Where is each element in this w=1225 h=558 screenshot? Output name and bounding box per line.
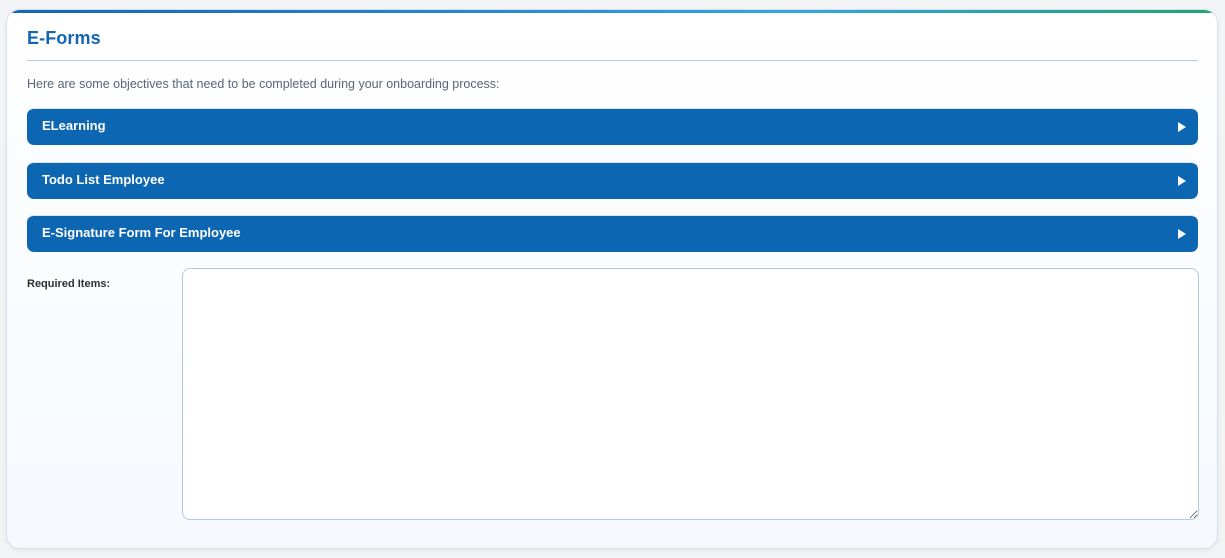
page-title: E-Forms [27, 28, 101, 48]
accordion-elearning[interactable]: ELearning [27, 108, 1198, 145]
triangle-right-icon [1178, 229, 1186, 239]
accordion-label: E-Signature Form For Employee [42, 225, 241, 240]
triangle-right-icon [1178, 176, 1186, 186]
required-items-textarea[interactable] [182, 268, 1199, 520]
eforms-card: E-Forms Here are some objectives that ne… [6, 9, 1218, 549]
accordion-label: Todo List Employee [42, 172, 165, 187]
required-items-label: Required Items: [27, 278, 111, 290]
accordion-label: ELearning [42, 118, 106, 133]
title-divider [27, 60, 1198, 61]
accordion-todo-list-employee[interactable]: Todo List Employee [27, 162, 1198, 199]
triangle-right-icon [1178, 122, 1186, 132]
accordion-e-signature-form[interactable]: E-Signature Form For Employee [27, 215, 1198, 252]
intro-text: Here are some objectives that need to be… [27, 77, 500, 91]
card-accent-bar [7, 10, 1217, 13]
